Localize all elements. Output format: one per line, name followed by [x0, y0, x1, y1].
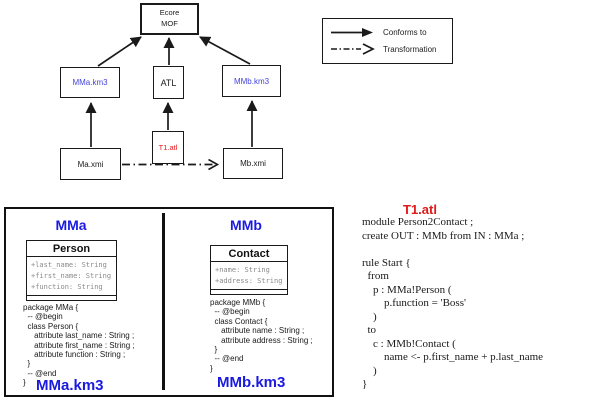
mma-km3-code: package MMa { -- @begin class Person { a… — [23, 303, 135, 388]
contact-operations-compartment — [211, 289, 287, 294]
contact-class-box: Contact +name: String +address: String — [210, 245, 288, 295]
arrow-mmbkm3-to-ecore — [199, 36, 251, 65]
node-ecore-line2: MOF — [161, 19, 178, 28]
contact-attr-address: +address: String — [215, 277, 283, 285]
legend-transformation-label: Transformation — [383, 44, 437, 54]
arrow-mmakm3-to-ecore — [97, 36, 142, 67]
node-ecore-line1: Ecore — [159, 8, 180, 18]
mmb-km3-footer: MMb.km3 — [217, 374, 286, 391]
conforms-to-arrow-icon — [331, 28, 373, 37]
panel-divider — [162, 213, 165, 390]
mma-title: MMa — [55, 217, 87, 233]
contact-attr-name: +name: String — [215, 266, 270, 274]
legend-row-conforms: Conforms to — [329, 27, 446, 38]
person-operations-compartment — [27, 295, 116, 300]
person-class-name: Person — [27, 241, 116, 257]
node-mmb-km3: MMb.km3 — [222, 65, 281, 97]
node-ma-xmi: Ma.xmi — [60, 148, 121, 180]
node-t1-atl: T1.atl — [152, 131, 184, 164]
node-ecore-mof: Ecore MOF — [140, 3, 199, 35]
legend-conforms-label: Conforms to — [383, 28, 427, 37]
person-attributes: +last_name: String +first_name: String +… — [27, 257, 116, 295]
legend-row-transformation: Transformation — [329, 43, 446, 55]
node-mb-xmi: Mb.xmi — [223, 148, 283, 179]
mmb-km3-code: package MMb { -- @begin class Contact { … — [210, 298, 313, 373]
person-attr-first-name: +first_name: String — [31, 272, 112, 280]
transformation-arrow-icon — [331, 43, 375, 55]
person-attr-function: +function: String — [31, 283, 103, 291]
mmb-title: MMb — [230, 217, 262, 233]
person-attr-last-name: +last_name: String — [31, 261, 107, 269]
contact-attributes: +name: String +address: String — [211, 262, 287, 289]
atl-file-title: T1.atl — [403, 202, 437, 217]
contact-class-name: Contact — [211, 246, 287, 262]
legend-box: Conforms to Transformation — [322, 18, 453, 64]
mma-km3-footer: MMa.km3 — [36, 377, 104, 394]
metamodel-panel: MMa Person +last_name: String +first_nam… — [4, 207, 334, 397]
person-class-box: Person +last_name: String +first_name: S… — [26, 240, 117, 301]
node-atl: ATL — [153, 66, 184, 99]
node-mma-km3: MMa.km3 — [60, 67, 120, 98]
atl-transformation-code: module Person2Contact ; create OUT : MMb… — [362, 216, 544, 390]
